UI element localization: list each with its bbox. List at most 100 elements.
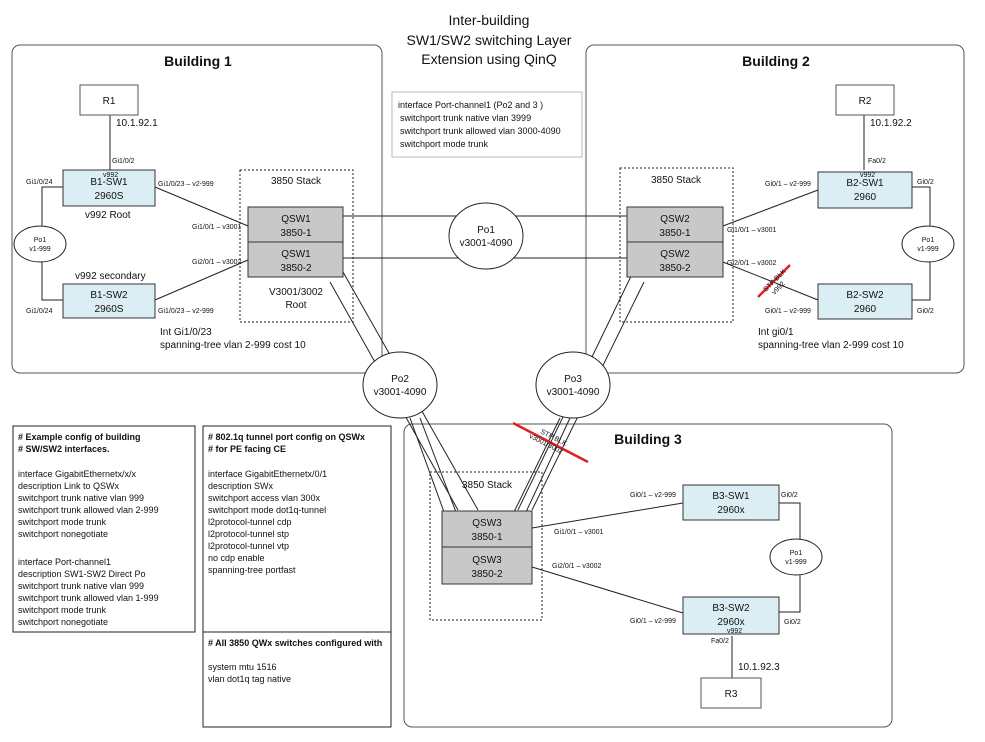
q1-root-note: Root bbox=[285, 300, 306, 311]
po1-b1-ellipse bbox=[13, 225, 67, 263]
stack-1-outline bbox=[239, 169, 354, 323]
building-2-label: Building 2 bbox=[742, 53, 810, 69]
svg-text:description SW1-SW2 Direct Po: description SW1-SW2 Direct Po bbox=[18, 569, 146, 579]
po3-ellipse bbox=[535, 351, 611, 419]
b1-int-note: spanning-tree vlan 2-999 cost 10 bbox=[160, 340, 306, 351]
port-label: Gi1/0/23 – v2-999 bbox=[158, 181, 214, 188]
stp-block-mark-b3 bbox=[512, 421, 589, 464]
switch-b1-sw1-model: 2960S bbox=[95, 191, 124, 202]
switch-b2-sw1 bbox=[817, 171, 913, 209]
port-label: Gi0/2 bbox=[784, 619, 801, 626]
svg-text:description Link to QSWx: description Link to QSWx bbox=[18, 481, 120, 491]
stack-3-outline bbox=[429, 471, 543, 621]
config-building-box bbox=[12, 425, 196, 633]
port-label: Gi0/1 – v2-999 bbox=[765, 308, 811, 315]
config-building-text: # Example config of building # SW/SW2 in… bbox=[18, 432, 159, 627]
router-r2-ip: 10.1.92.2 bbox=[870, 118, 912, 129]
b1-int-note: Int Gi1/0/23 bbox=[160, 327, 212, 338]
switch-qsw2-3850-1-name: QSW2 bbox=[660, 214, 690, 225]
po2-label: Po2 bbox=[391, 374, 409, 385]
svg-text:system mtu 1516: system mtu 1516 bbox=[208, 662, 277, 672]
port-label: Gi0/2 bbox=[917, 179, 934, 186]
port-label: Gi0/1 – v2-999 bbox=[630, 492, 676, 499]
router-r3-ip: 10.1.92.3 bbox=[738, 662, 780, 673]
svg-text:description SWx: description SWx bbox=[208, 481, 274, 491]
svg-text:switchport mode dot1q-tunnel: switchport mode dot1q-tunnel bbox=[208, 505, 326, 515]
switch-b3-sw2 bbox=[682, 596, 780, 635]
port-label: Gi1/0/1 – v3001 bbox=[554, 529, 604, 536]
svg-text:switchport trunk native vlan 9: switchport trunk native vlan 999 bbox=[18, 493, 144, 503]
port-label: Gi1/0/24 bbox=[26, 308, 53, 315]
switch-qsw3-3850-1 bbox=[441, 510, 533, 548]
po1-b3-label: Po1 bbox=[790, 550, 803, 557]
po1-b1-vlans: v1-999 bbox=[29, 246, 51, 253]
b1-root-note: v992 Root bbox=[85, 210, 131, 221]
router-r1-ip: 10.1.92.1 bbox=[116, 118, 158, 129]
svg-text:# 802.1q tunnel port config o: # 802.1q tunnel port config on QSWx bbox=[208, 432, 365, 442]
switch-qsw3-3850-1-name: QSW3 bbox=[472, 518, 502, 529]
svg-text:switchport mode trunk: switchport mode trunk bbox=[18, 605, 107, 615]
port-label: Gi1/0/24 bbox=[26, 179, 53, 186]
po-config-line: switchport mode trunk bbox=[400, 139, 489, 149]
svg-text:switchport trunk native vlan 9: switchport trunk native vlan 999 bbox=[18, 581, 144, 591]
po1-b2-vlans: v1-999 bbox=[917, 246, 939, 253]
po1-center-vlans: v3001-4090 bbox=[460, 238, 513, 249]
stp-block-mark-b2 bbox=[757, 264, 791, 298]
config-3850-text: # All 3850 QWx switches configured with … bbox=[208, 638, 382, 684]
switch-qsw3-3850-1-model: 3850-1 bbox=[471, 532, 503, 543]
switch-b3-sw1 bbox=[682, 484, 780, 521]
svg-text:switchport nonegotiate: switchport nonegotiate bbox=[18, 529, 108, 539]
svg-text:l2protocol-tunnel stp: l2protocol-tunnel stp bbox=[208, 529, 289, 539]
title-line-1: Inter-building bbox=[449, 12, 530, 28]
router-r3-label: R3 bbox=[725, 689, 738, 700]
po2-vlans: v3001-4090 bbox=[374, 387, 427, 398]
svg-text:interface GigabitEthernetx/x/x: interface GigabitEthernetx/x/x bbox=[18, 469, 137, 479]
title-line-3: Extension using QinQ bbox=[421, 51, 557, 67]
svg-text:switchport mode trunk: switchport mode trunk bbox=[18, 517, 107, 527]
building-1-label: Building 1 bbox=[164, 53, 232, 69]
svg-text:vlan dot1q tag native: vlan dot1q tag native bbox=[208, 674, 291, 684]
port-label: Gi1/0/1 – v3001 bbox=[727, 227, 777, 234]
switch-b2-sw1-name: B2-SW1 bbox=[846, 178, 884, 189]
po1-center-ellipse bbox=[448, 202, 524, 270]
port-label: Gi2/0/1 – v3002 bbox=[192, 259, 242, 266]
po1-b2-ellipse bbox=[901, 225, 955, 263]
config-3850-box bbox=[202, 631, 392, 728]
po1-b1-label: Po1 bbox=[34, 237, 47, 244]
switch-qsw1-3850-2-name: QSW1 bbox=[281, 249, 311, 260]
switch-b3-sw2-model: 2960x bbox=[717, 617, 744, 628]
switch-b3-sw1-name: B3-SW1 bbox=[712, 491, 750, 502]
switch-b2-sw1-model: 2960 bbox=[854, 192, 877, 203]
po1-b3-ellipse bbox=[769, 538, 823, 576]
switch-qsw3-3850-2-name: QSW3 bbox=[472, 555, 502, 566]
switch-qsw1-3850-1-name: QSW1 bbox=[281, 214, 311, 225]
svg-text:# SW/SW2 interfaces.: # SW/SW2 interfaces. bbox=[18, 444, 110, 454]
port-label: Gi1/0/23 – v2-999 bbox=[158, 308, 214, 315]
router-r2-label: R2 bbox=[859, 96, 872, 107]
stack-2-label: 3850 Stack bbox=[651, 175, 702, 186]
config-tunnel-text: # 802.1q tunnel port config on QSWx # fo… bbox=[208, 432, 365, 575]
config-tunnel-box bbox=[202, 425, 392, 633]
port-label: Gi0/2 bbox=[917, 308, 934, 315]
switch-b2-sw2 bbox=[817, 283, 913, 320]
vlan-label: v992 bbox=[103, 172, 118, 179]
switch-qsw3-3850-2-model: 3850-2 bbox=[471, 569, 503, 580]
svg-text:no cdp enable: no cdp enable bbox=[208, 553, 265, 563]
stack-2-outline bbox=[619, 167, 734, 323]
stack-1-label: 3850 Stack bbox=[271, 176, 322, 187]
switch-b2-sw2-name: B2-SW2 bbox=[846, 290, 884, 301]
port-label: Gi0/2 bbox=[781, 492, 798, 499]
port-label: Gi1/0/1 – v3001 bbox=[192, 224, 242, 231]
switch-b3-sw1-model: 2960x bbox=[717, 505, 744, 516]
switch-b3-sw2-name: B3-SW2 bbox=[712, 603, 750, 614]
svg-text:switchport access vlan 300x: switchport access vlan 300x bbox=[208, 493, 321, 503]
switch-b1-sw2 bbox=[62, 283, 156, 319]
building-3-label: Building 3 bbox=[614, 431, 682, 447]
po-config-line: switchport trunk allowed vlan 3000-4090 bbox=[400, 126, 561, 136]
port-label: Fa0/2 bbox=[868, 158, 886, 165]
b2-int-note: Int gi0/1 bbox=[758, 327, 794, 338]
svg-text:interface Port-channel1: interface Port-channel1 bbox=[18, 557, 111, 567]
switch-qsw2-3850-1-model: 3850-1 bbox=[659, 228, 691, 239]
router-r2 bbox=[835, 84, 895, 116]
